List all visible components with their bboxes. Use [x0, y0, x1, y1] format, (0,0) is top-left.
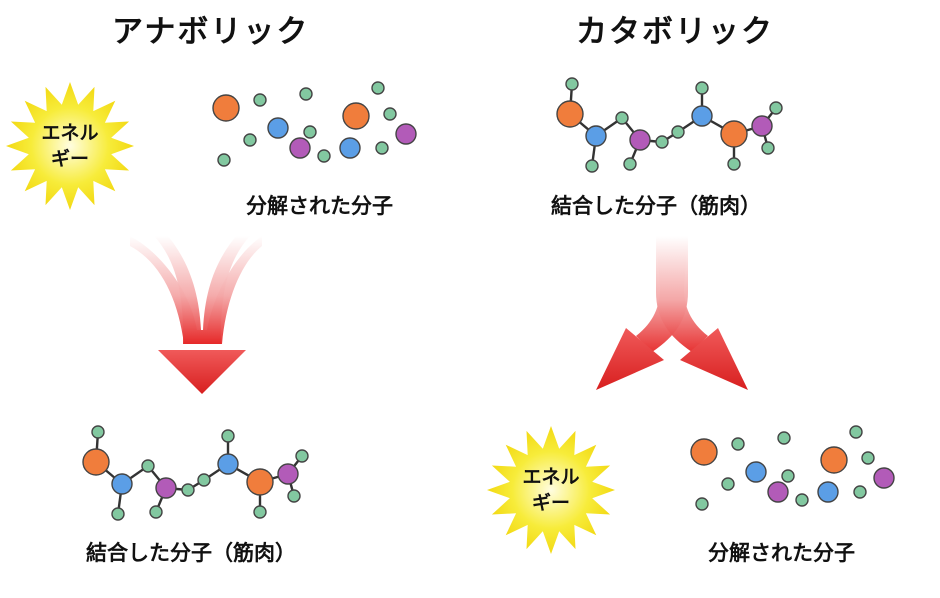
- energy-star-anabolic: [6, 82, 134, 210]
- orange-atom: [556, 100, 584, 128]
- green-atom: [721, 477, 735, 491]
- green-atom: [243, 133, 257, 147]
- green-atom: [317, 149, 331, 163]
- green-atom: [253, 505, 267, 519]
- green-atom: [303, 125, 317, 139]
- green-atom: [615, 111, 629, 125]
- green-atom: [695, 81, 709, 95]
- purple-atom: [155, 477, 177, 499]
- green-atom: [287, 489, 301, 503]
- green-atom: [375, 141, 389, 155]
- energy-label-catabolic: エネル ギー: [514, 464, 588, 516]
- bonded-molecule-catabolic: [556, 77, 783, 173]
- green-atom: [383, 107, 397, 121]
- green-atom: [181, 483, 195, 497]
- broken-molecules-label-catabolic: 分解された分子: [708, 541, 855, 565]
- energy-text-line1: エネル: [522, 466, 580, 488]
- blue-atom: [817, 481, 839, 503]
- orange-atom: [690, 438, 718, 466]
- green-atom: [695, 497, 709, 511]
- green-atom: [197, 473, 211, 487]
- blue-atom: [111, 473, 133, 495]
- green-atom: [769, 101, 783, 115]
- green-atom: [777, 431, 791, 445]
- green-atom: [727, 157, 741, 171]
- catabolic-title: カタボリック: [576, 14, 774, 50]
- purple-atom: [629, 129, 651, 151]
- energy-text-line1: エネル: [41, 122, 99, 144]
- purple-atom: [751, 115, 773, 137]
- green-atom: [671, 125, 685, 139]
- green-atom: [565, 77, 579, 91]
- energy-star-catabolic: [487, 426, 615, 554]
- bonded-molecule-anabolic: [82, 425, 309, 521]
- orange-atom: [720, 120, 748, 148]
- purple-atom: [277, 463, 299, 485]
- energy-text-line2: ギー: [531, 492, 570, 514]
- green-atom: [217, 153, 231, 167]
- green-atom: [111, 507, 125, 521]
- broken-molecules-label-anabolic: 分解された分子: [246, 194, 393, 218]
- green-atom: [141, 459, 155, 473]
- purple-atom: [767, 481, 789, 503]
- blue-atom: [267, 117, 289, 139]
- blue-atom: [217, 453, 239, 475]
- orange-atom: [342, 102, 370, 130]
- green-atom: [761, 141, 775, 155]
- broken-molecules-anabolic: [212, 81, 417, 167]
- purple-atom: [873, 467, 895, 489]
- green-atom: [299, 87, 313, 101]
- bonded-molecule-label-anabolic: 結合した分子（筋肉）: [86, 541, 296, 565]
- orange-atom: [820, 446, 848, 474]
- energy-text-line2: ギー: [50, 148, 89, 170]
- green-atom: [253, 93, 267, 107]
- purple-atom: [395, 123, 417, 145]
- green-atom: [655, 135, 669, 149]
- blue-atom: [691, 105, 713, 127]
- green-atom: [149, 505, 163, 519]
- orange-atom: [212, 94, 240, 122]
- green-atom: [795, 493, 809, 507]
- green-atom: [849, 425, 863, 439]
- split-arrow: [596, 236, 748, 390]
- green-atom: [91, 425, 105, 439]
- bonded-molecule-label-catabolic: 結合した分子（筋肉）: [551, 194, 761, 218]
- green-atom: [371, 81, 385, 95]
- green-atom: [221, 429, 235, 443]
- purple-atom: [289, 137, 311, 159]
- green-atom: [295, 449, 309, 463]
- green-atom: [853, 485, 867, 499]
- green-atom: [585, 159, 599, 173]
- blue-atom: [585, 125, 607, 147]
- broken-molecules-catabolic: [690, 425, 895, 511]
- orange-atom: [82, 448, 110, 476]
- green-atom: [623, 157, 637, 171]
- anabolic-title: アナボリック: [112, 14, 310, 50]
- energy-label-anabolic: エネル ギー: [34, 120, 106, 172]
- orange-atom: [246, 468, 274, 496]
- green-atom: [731, 437, 745, 451]
- merge-arrow: [130, 236, 262, 394]
- green-atom: [861, 451, 875, 465]
- blue-atom: [745, 461, 767, 483]
- green-atom: [781, 469, 795, 483]
- blue-atom: [339, 137, 361, 159]
